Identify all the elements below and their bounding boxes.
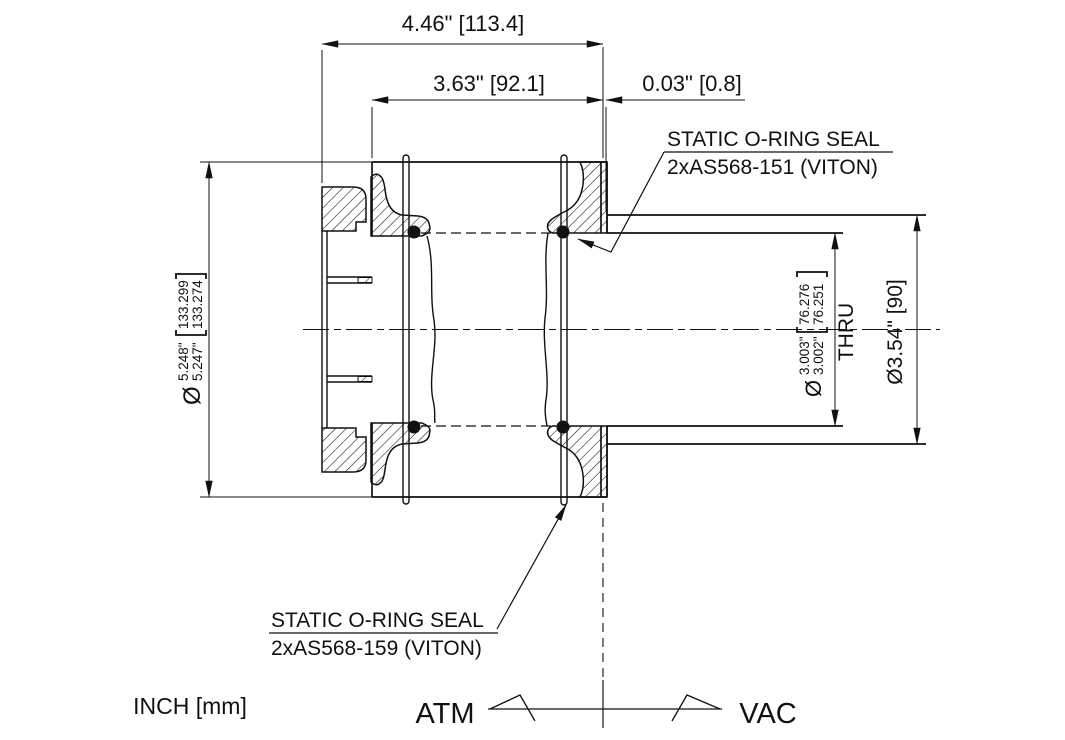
o-ring-dot-bottom-left — [407, 420, 421, 434]
o-ring-dot-top-left — [407, 225, 421, 239]
tube-break-lines — [426, 232, 549, 427]
tab-tip-top — [357, 277, 373, 283]
flange-od-mm-top: 133.299 — [176, 280, 191, 329]
tab-tip-bottom — [357, 376, 373, 382]
flange-body-section — [321, 154, 926, 506]
vacuum-tube — [607, 214, 926, 445]
units-note: INCH [mm] — [133, 693, 247, 719]
bore-mm-bot: 76.251 — [811, 284, 826, 325]
dim-flange-od: Ø 5.248" 5.247" 133.299 133.274 — [175, 273, 207, 405]
bracket-right — [175, 273, 207, 279]
o-ring-dot-top-right — [556, 225, 570, 239]
bracket-left — [175, 330, 207, 336]
leader-line-bottom — [496, 504, 567, 630]
bore-phi: Ø — [801, 380, 826, 397]
dim-bore-thru: THRU — [835, 303, 858, 361]
seal-bottom-line1: STATIC O-RING SEAL — [271, 609, 484, 632]
seal-top-line1: STATIC O-RING SEAL — [667, 128, 880, 151]
atm-flow-symbol — [489, 694, 536, 722]
dim-gap: 0.03" [0.8] — [642, 71, 742, 96]
hatch-region-bottom-right-block — [546, 425, 608, 498]
seal-bottom-line2: 2xAS568-159 (VITON) — [271, 637, 482, 660]
atm-label: ATM — [415, 698, 474, 730]
hatch-region-top-left-clamp — [370, 173, 431, 237]
bracket-left — [796, 327, 828, 333]
flange-od-mm-bot: 133.274 — [190, 280, 205, 329]
bracket-right — [796, 271, 828, 277]
flange-od-in-top: 5.248" — [176, 342, 191, 381]
vac-flow-symbol — [671, 694, 721, 722]
flange-od-in-bot: 5.247" — [190, 342, 205, 381]
hatch-region-collar-top — [321, 186, 367, 232]
flange-od-phi: Ø — [179, 386, 206, 405]
bore-mm-top: 76.276 — [797, 284, 812, 325]
dimension-lines — [200, 40, 921, 498]
pressure-boundary — [488, 694, 722, 722]
dim-body-length: 3.63" [92.1] — [433, 71, 545, 96]
bore-in-bot: 3.002" — [811, 336, 826, 375]
vac-label: VAC — [739, 698, 796, 730]
hatch-region-collar-bottom — [321, 427, 367, 473]
bore-hidden-lines — [421, 232, 553, 427]
o-ring-dot-bottom-right — [556, 420, 570, 434]
leader-line-top — [577, 151, 665, 253]
bore-in-top: 3.003" — [797, 336, 812, 375]
hatch-region-bottom-left-clamp — [370, 422, 431, 486]
seal-label-bottom: STATIC O-RING SEAL 2xAS568-159 (VITON) — [269, 504, 567, 660]
seal-top-line2: 2xAS568-151 (VITON) — [667, 156, 878, 179]
body-outline — [371, 161, 608, 498]
dim-tube-od: Ø3.54" [90] — [884, 279, 907, 385]
seal-label-top: STATIC O-RING SEAL 2xAS568-151 (VITON) — [577, 128, 893, 253]
hatch-region-top-right-block — [546, 161, 608, 234]
dim-overall-length: 4.46" [113.4] — [402, 11, 524, 36]
dim-bore: Ø 3.003" 3.002" 76.276 76.251 — [796, 271, 828, 397]
o-rings — [407, 225, 570, 434]
